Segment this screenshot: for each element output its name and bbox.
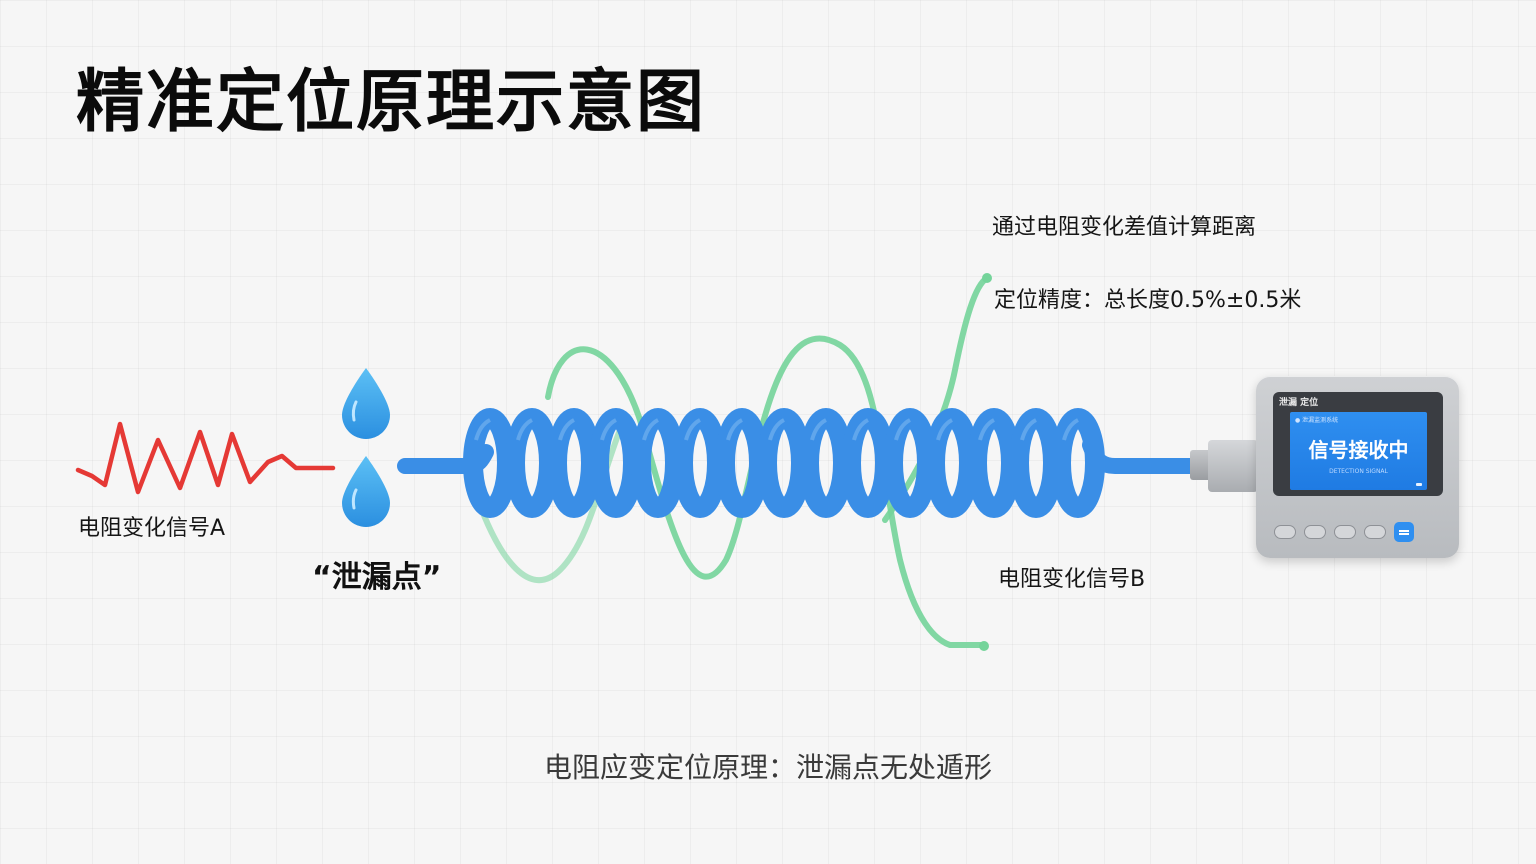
- signal-endpoint-bottom: [979, 641, 989, 651]
- device-menu-button[interactable]: [1394, 522, 1414, 542]
- coil-highlight: [474, 418, 1079, 441]
- diagram-caption: 电阻应变定位原理：泄漏点无处遁形: [543, 751, 992, 784]
- device-button-2[interactable]: [1304, 525, 1326, 539]
- screen-status-text: ● 泄漏监测系统: [1295, 417, 1339, 424]
- water-drop-icon: [342, 368, 390, 439]
- device-header: 泄漏 定位: [1279, 398, 1319, 408]
- signal-wave-green-rise: [882, 275, 990, 523]
- signal-wave-red: [75, 421, 336, 495]
- compute-distance-label: 通过电阻变化差值计算距离: [992, 215, 1257, 240]
- device-button-4[interactable]: [1364, 525, 1386, 539]
- device-screen: ● 泄漏监测系统 信号接收中 DETECTION SIGNAL: [1290, 412, 1427, 490]
- accuracy-label: 定位精度：总长度0.5%±0.5米: [994, 288, 1302, 313]
- water-drop-icon: [342, 456, 390, 527]
- cable-right-lead: [1082, 437, 1203, 474]
- screen-footer-text: DETECTION SIGNAL: [1329, 468, 1388, 475]
- receiver-device: 泄漏 定位 ● 泄漏监测系统 信号接收中 DETECTION SIGNAL: [1256, 376, 1459, 558]
- device-button-3[interactable]: [1334, 525, 1356, 539]
- signal-a-label: 电阻变化信号A: [78, 516, 226, 541]
- device-button-1[interactable]: [1274, 525, 1296, 539]
- coil-cable: [463, 408, 1105, 518]
- signal-endpoint-top: [982, 273, 992, 283]
- cable-connector: [1208, 440, 1258, 492]
- leak-point-label: “泄漏点”: [312, 560, 442, 595]
- device-screen-bezel: 泄漏 定位 ● 泄漏监测系统 信号接收中 DETECTION SIGNAL: [1273, 392, 1443, 496]
- signal-b-label: 电阻变化信号B: [998, 567, 1146, 592]
- page-title: 精准定位原理示意图: [76, 63, 707, 142]
- screen-indicator: [1416, 483, 1422, 486]
- connector-nub: [1190, 450, 1212, 480]
- device-button-row: [1274, 522, 1414, 542]
- screen-main-text: 信号接收中: [1308, 438, 1409, 462]
